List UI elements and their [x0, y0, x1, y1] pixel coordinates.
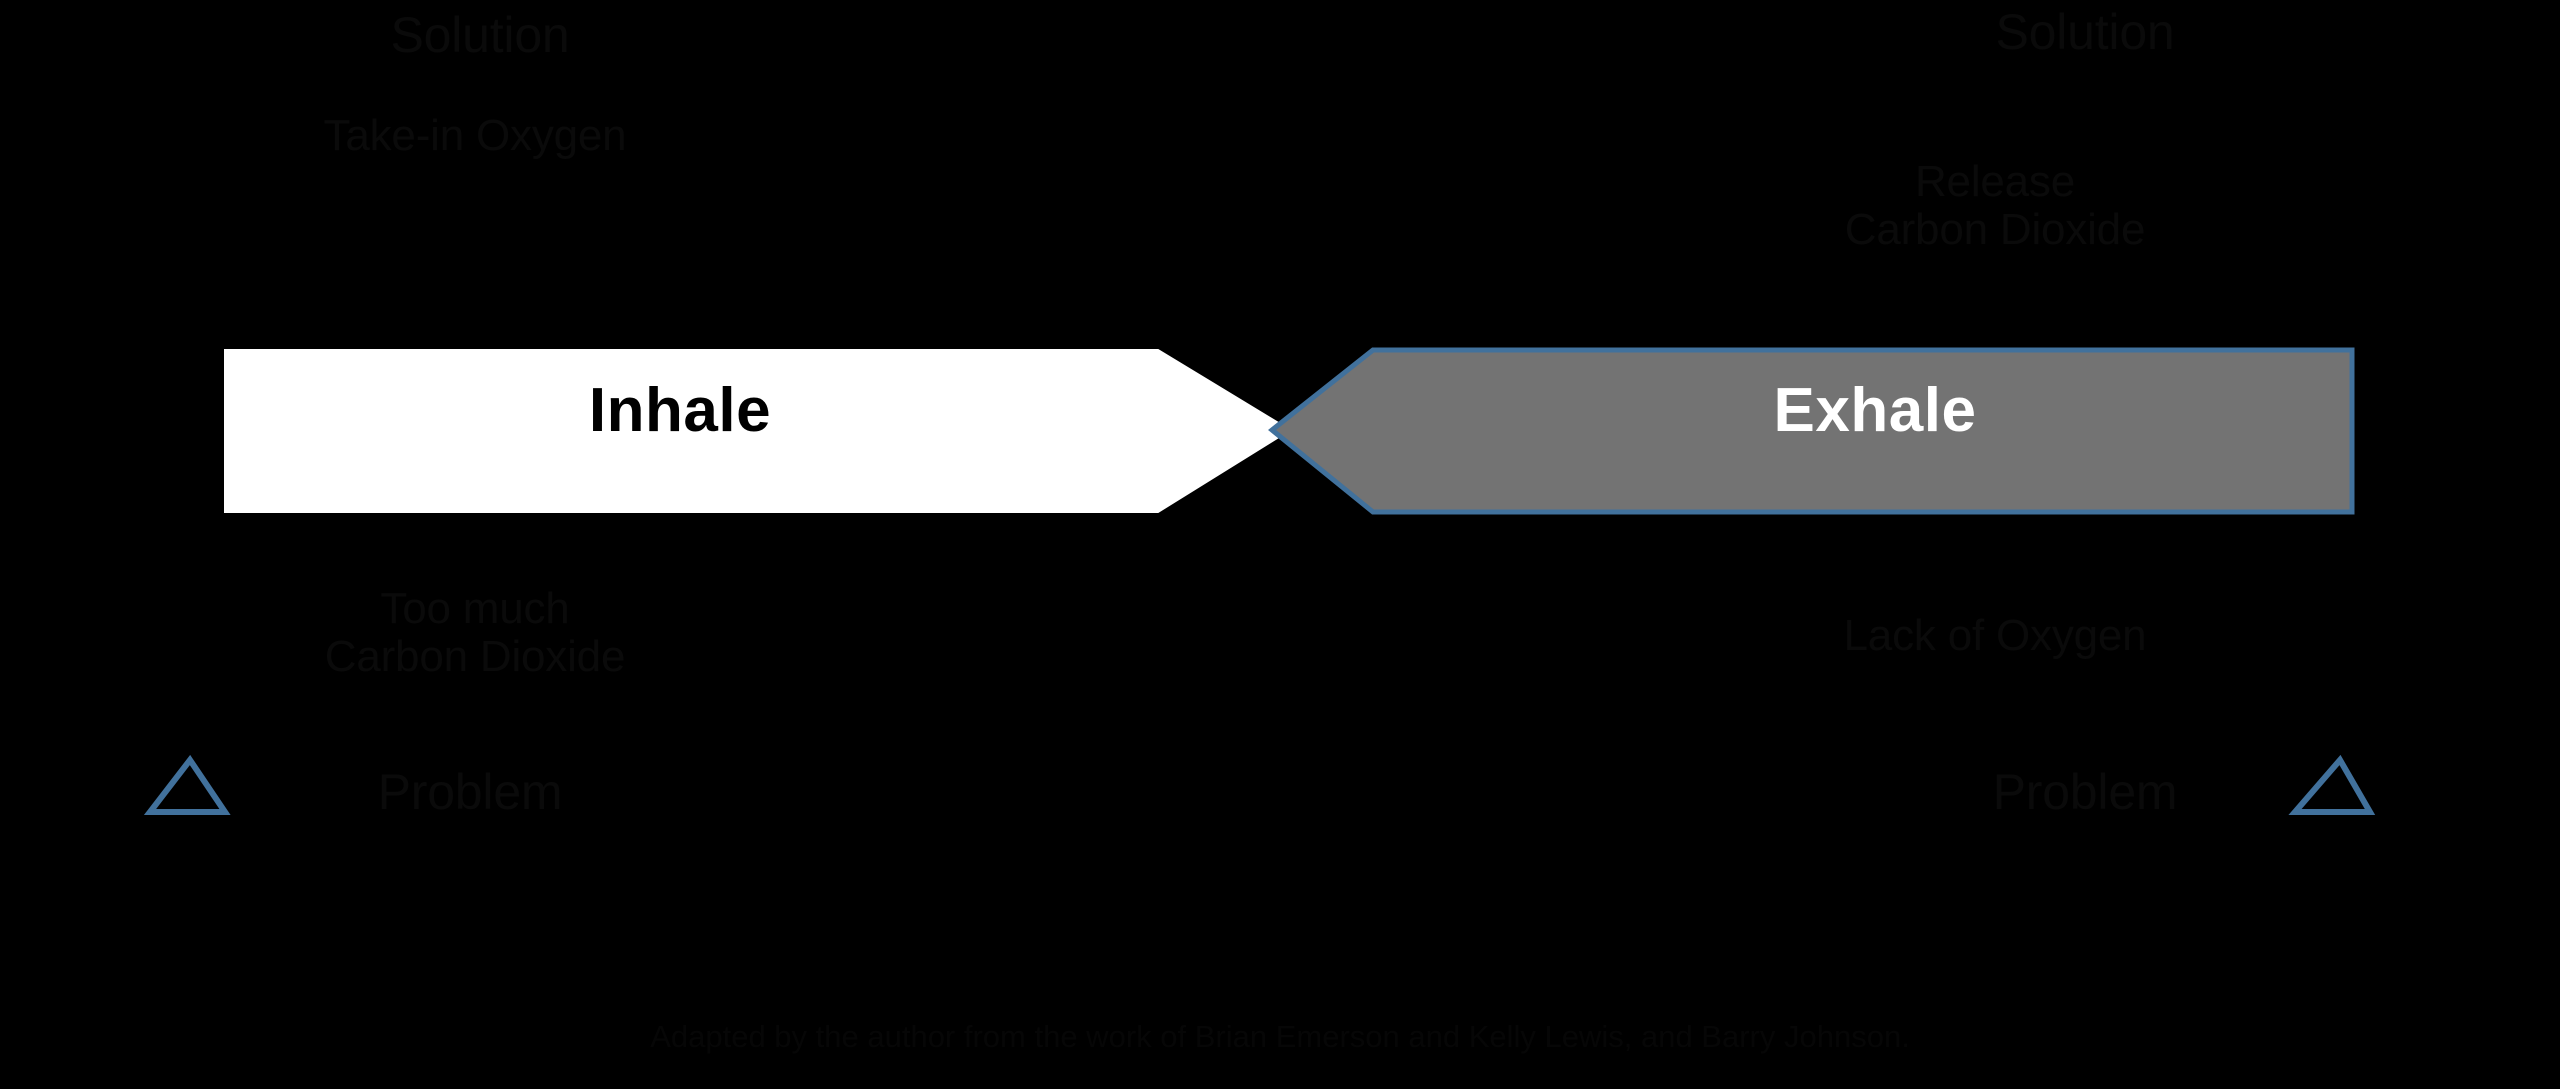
left-upper-quadrant-body: Take-in Oxygen: [323, 111, 627, 160]
inhale-chevron[interactable]: [224, 349, 1292, 513]
exhale-chevron-label: Exhale: [1773, 376, 1977, 445]
right-lower-quadrant-header: Problem: [1992, 764, 2178, 820]
left-lower-quadrant-body: Too much Carbon Dioxide: [324, 584, 626, 681]
left-upper-quadrant-header: Solution: [390, 7, 570, 63]
inhale-chevron-label: Inhale: [588, 376, 772, 445]
right-upper-quadrant-header: Solution: [1995, 4, 2175, 60]
left-loop-arc: [52, 34, 254, 814]
right-loop-upper-inner: [1258, 25, 2369, 404]
right-lower-quadrant-body: Lack of Oxygen: [1843, 611, 2147, 660]
arrow-left-icon-joint: [975, 50, 1055, 92]
left-loop-lower-inner: [246, 466, 1304, 830]
right-loop-arc: [2308, 34, 2509, 814]
right-loop-lower-inner: [1258, 466, 2316, 830]
attribution-caption: Adapted by the author from the work of B…: [650, 1019, 1910, 1054]
arrow-right-icon-joint: [1515, 50, 1595, 92]
exhale-chevron[interactable]: [1268, 347, 2355, 515]
delta-triangle-right-icon: [2288, 754, 2376, 815]
left-lower-quadrant-header: Problem: [377, 764, 563, 820]
left-loop-upper-inner: [194, 25, 1304, 404]
right-upper-quadrant-body: Release Carbon Dioxide: [1844, 157, 2146, 254]
delta-triangle-left-icon: [143, 754, 231, 815]
